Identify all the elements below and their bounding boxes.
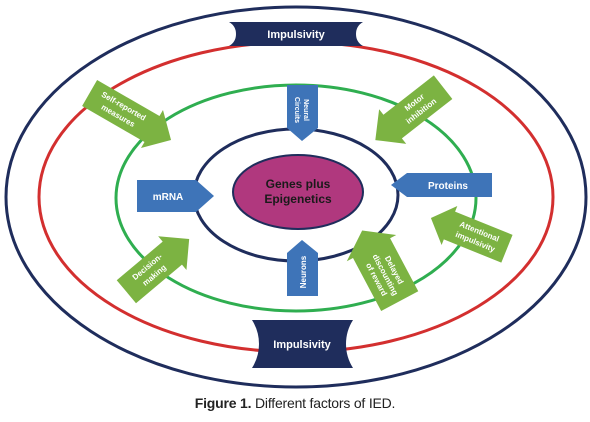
mrna-arrow-box: mRNA (137, 180, 214, 212)
neural-circuits-label-line1: Neural (302, 99, 309, 121)
outer-navy-ring (4, 5, 588, 389)
neural-circuits-label-line2: Circuits (293, 97, 300, 123)
proteins-arrow-box: Proteins (391, 173, 492, 197)
impulsivity-banner-bottom-label: Impulsivity (273, 339, 331, 351)
figure-caption: Figure 1. Different factors of IED. (0, 395, 590, 411)
impulsivity-banner-top-label: Impulsivity (267, 29, 325, 41)
core-ellipse (232, 154, 364, 230)
neurons-arrow-box: Neurons (287, 240, 318, 296)
core-label-line1: Genes plus (266, 177, 331, 191)
impulsivity-factors-diagram: Genes plus Epigenetics Impulsivity Impul… (4, 5, 588, 389)
proteins-label: Proteins (428, 181, 468, 192)
mrna-label: mRNA (153, 192, 184, 203)
core-label-line2: Epigenetics (264, 192, 332, 206)
neural-circuits-arrow-box: Neural Circuits (287, 85, 318, 141)
motor-inhibition-arrow: Motor inhibition (375, 75, 453, 144)
impulsivity-banner-bottom: Impulsivity (252, 320, 353, 368)
impulsivity-banner-top: Impulsivity (229, 22, 363, 46)
neurons-label: Neurons (299, 255, 308, 288)
self-reported-measures-arrow: Self-reported measures (82, 80, 172, 149)
attentional-impulsivity-arrow: Attentional impulsivity (430, 206, 513, 263)
figure-caption-text: Different factors of IED. (255, 395, 396, 411)
figure-caption-label: Figure 1. (194, 395, 252, 411)
